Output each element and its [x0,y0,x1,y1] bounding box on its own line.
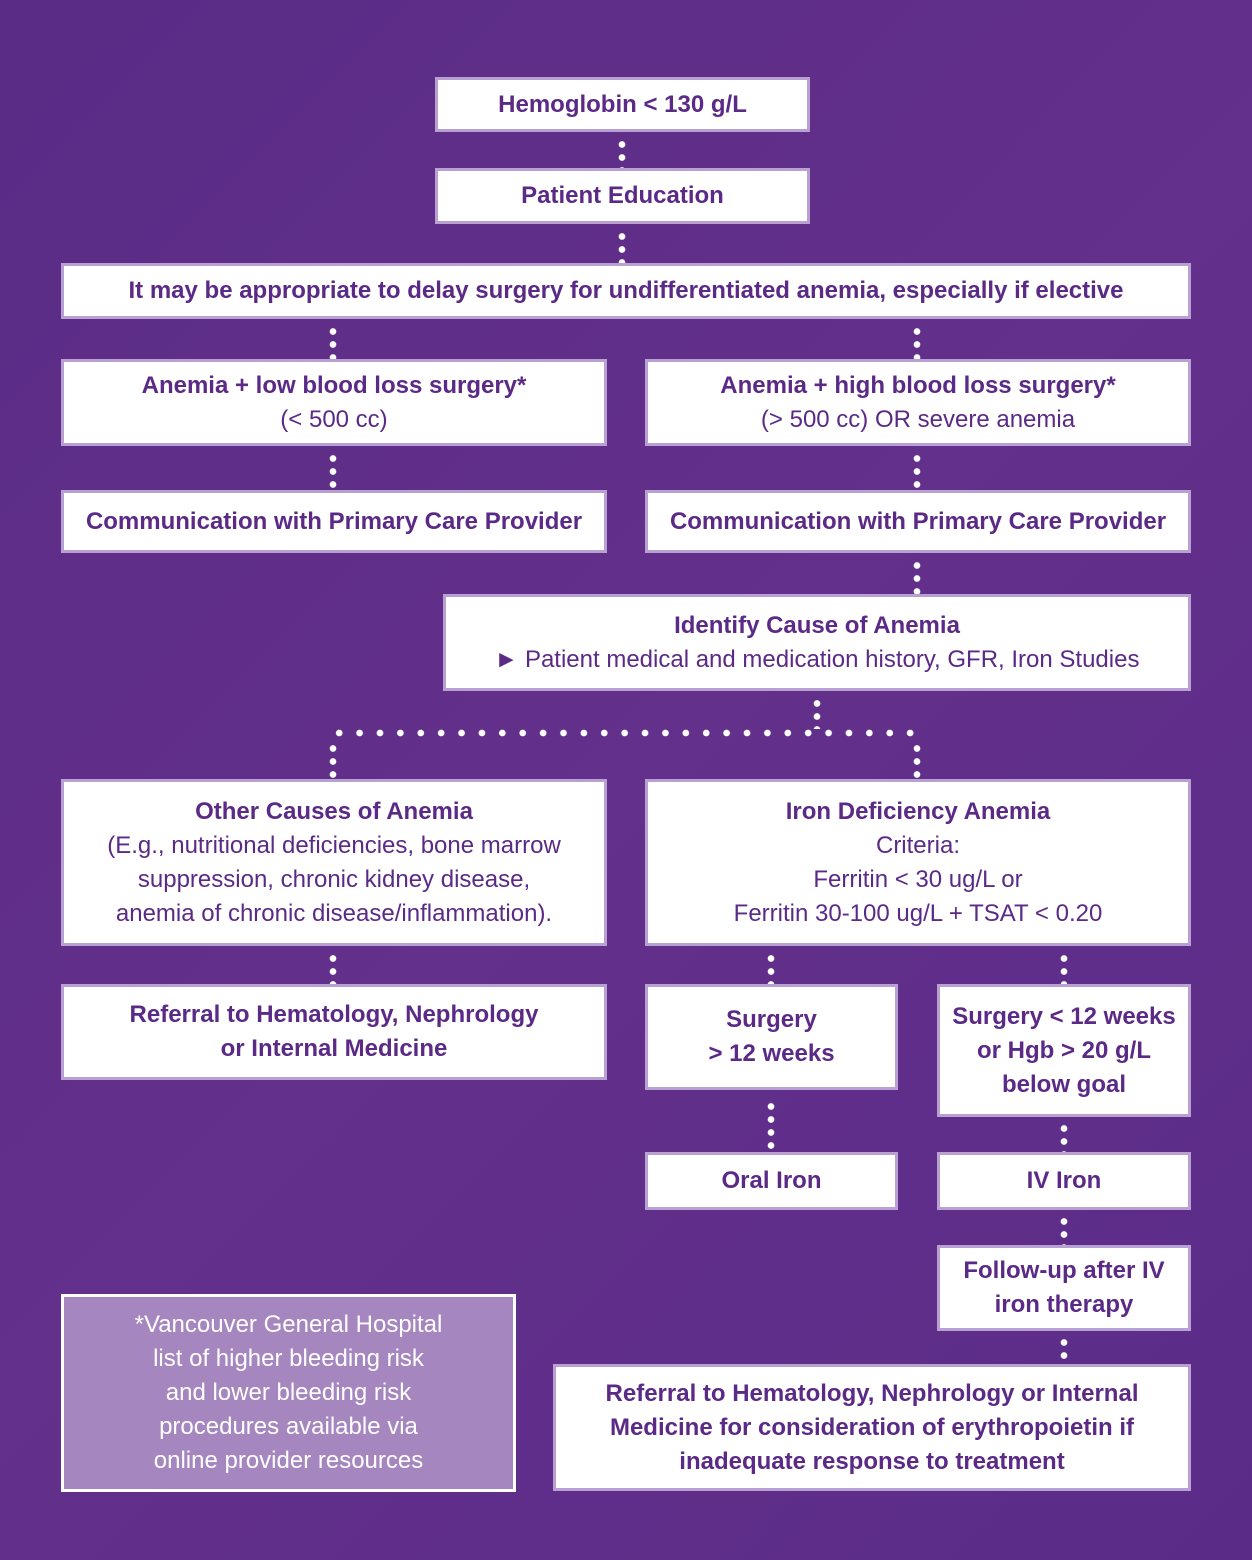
referral-bottom-box: Referral to Hematology, Nephrology or In… [553,1364,1191,1491]
low-blood-loss-box: Anemia + low blood loss surgery* (< 500 c… [61,359,607,446]
connector [329,452,337,490]
footnote-line: and lower bleeding risk [165,1379,412,1406]
referral-bottom-line: Medicine for consideration of erythropoi… [609,1413,1135,1441]
footnote-box: *Vancouver General Hospital list of high… [61,1294,516,1492]
connector [1060,1215,1068,1245]
surgery-short-line: or Hgb > 20 g/L [976,1036,1152,1064]
connector [767,1100,775,1152]
footnote-line: *Vancouver General Hospital [134,1311,443,1338]
high-blood-loss-sub: (> 500 cc) OR severe anemia [760,405,1076,433]
surgery-long-line: Surgery [726,1006,817,1033]
footnote-line: list of higher bleeding risk [153,1345,424,1372]
connector [913,559,921,594]
footnote-line: online provider resources [153,1447,424,1474]
delay-surgery-box: It may be appropriate to delay surgery f… [61,263,1191,319]
connector [813,697,821,729]
other-causes-title: Other Causes of Anemia [195,797,473,825]
other-causes-box: Other Causes of Anemia (E.g., nutritional… [61,779,607,946]
patient-education-box: Patient Education [435,168,810,224]
referral-left-line: Referral to Hematology, Nephrology [129,1001,539,1028]
iron-deficiency-title: Iron Deficiency Anemia [785,797,1051,825]
other-causes-line: suppression, chronic kidney disease, [137,865,531,893]
surgery-long-line: > 12 weeks [708,1040,835,1067]
referral-left-line: or Internal Medicine [220,1035,448,1062]
hemoglobin-label: Hemoglobin < 130 g/L [498,90,747,118]
connector [329,729,921,737]
connector [913,742,921,779]
delay-surgery-label: It may be appropriate to delay surgery f… [128,277,1124,304]
low-blood-loss-title: Anemia + low blood loss surgery* [141,371,527,399]
connector [913,325,921,359]
low-blood-loss-sub: (< 500 cc) [280,405,388,433]
follow-up-line: Follow-up after IV [963,1257,1165,1284]
surgery-short-box: Surgery < 12 weeks or Hgb > 20 g/L below g… [937,984,1191,1117]
communication-right-label: Communication with Primary Care Provider [669,507,1167,535]
iron-criteria-line: Criteria: [875,831,960,859]
referral-bottom-line: Referral to Hematology, Nephrology or In… [605,1379,1139,1407]
oral-iron-box: Oral Iron [645,1152,898,1210]
iv-iron-box: IV Iron [937,1152,1191,1210]
oral-iron-label: Oral Iron [721,1167,822,1194]
high-blood-loss-box: Anemia + high blood loss surgery* (> 500 … [645,359,1191,446]
surgery-short-line: Surgery < 12 weeks [952,1002,1176,1030]
connector [1060,1336,1068,1364]
follow-up-line: iron therapy [994,1291,1134,1318]
other-causes-line: anemia of chronic disease/inflammation). [115,899,553,927]
connector [329,742,337,779]
iron-criteria-line: Ferritin < 30 ug/L or [813,865,1023,893]
connector [913,452,921,490]
footnote-line: procedures available via [159,1413,418,1440]
connector [767,952,775,984]
surgery-short-line: below goal [1001,1070,1126,1098]
referral-bottom-line: inadequate response to treatment [679,1447,1065,1475]
connector [618,230,626,263]
high-blood-loss-title: Anemia + high blood loss surgery* [720,371,1116,399]
communication-right-box: Communication with Primary Care Provider [645,490,1191,553]
connector [1060,1122,1068,1152]
patient-education-label: Patient Education [521,182,724,209]
identify-cause-title: Identify Cause of Anemia [674,611,960,639]
connector [618,138,626,168]
iv-iron-label: IV Iron [1026,1167,1102,1194]
hemoglobin-box: Hemoglobin < 130 g/L [435,77,810,132]
connector [329,325,337,359]
follow-up-box: Follow-up after IV iron therapy [937,1245,1191,1331]
identify-cause-box: Identify Cause of Anemia ► Patient medica… [443,594,1191,691]
referral-left-box: Referral to Hematology, Nephrology or Int… [61,984,607,1080]
other-causes-line: (E.g., nutritional deficiencies, bone ma… [107,831,561,859]
communication-left-label: Communication with Primary Care Provider [85,507,583,535]
communication-left-box: Communication with Primary Care Provider [61,490,607,553]
surgery-long-box: Surgery > 12 weeks [645,984,898,1090]
connector [329,952,337,984]
identify-cause-sub: ► Patient medical and medication history… [494,645,1140,673]
iron-criteria-line: Ferritin 30-100 ug/L + TSAT < 0.20 [733,899,1103,927]
connector [1060,952,1068,984]
